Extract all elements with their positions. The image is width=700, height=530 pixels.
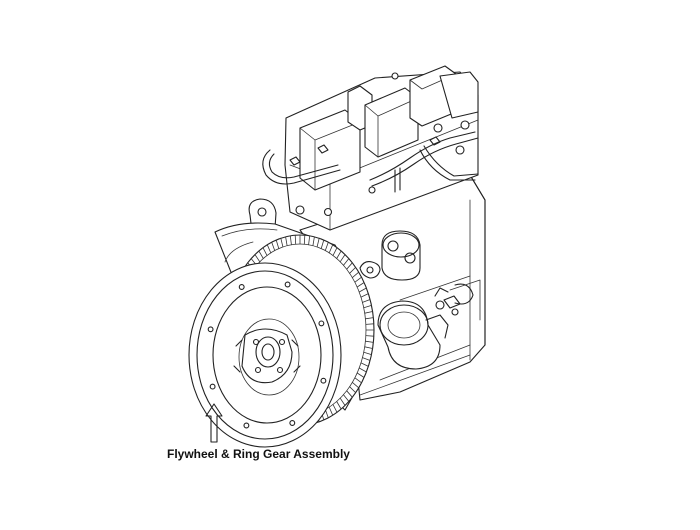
ring-gear-tooth xyxy=(308,235,311,246)
ring-gear-tooth xyxy=(362,299,371,303)
flywheel-bolt-hole xyxy=(284,281,291,288)
flywheel-hub-recess xyxy=(238,318,300,396)
ring-gear-tooth xyxy=(365,323,375,325)
ring-gear-tooth xyxy=(271,241,276,251)
flywheel-lip xyxy=(196,270,334,440)
ring-gear-tooth xyxy=(316,237,320,248)
diagram-caption: Flywheel & Ring Gear Assembly xyxy=(167,447,350,461)
ring-gear-tooth xyxy=(339,397,346,406)
ring-gear-tooth xyxy=(360,362,369,367)
ring-gear-tooth xyxy=(275,239,280,250)
flywheel-center-pilot xyxy=(261,343,275,361)
flywheel-inner-face xyxy=(212,286,322,424)
ring-gear-tooth xyxy=(360,293,369,298)
ring-gear-tooth xyxy=(362,357,371,361)
ring-gear-tooth xyxy=(365,335,375,337)
ring-gear-tooth xyxy=(289,235,292,246)
ring-gear-tooth xyxy=(258,250,264,259)
ring-gear-tooth xyxy=(336,250,342,259)
ring-gear-tooth xyxy=(349,386,357,394)
oil-filter xyxy=(377,287,461,370)
ring-gear-tooth xyxy=(328,244,334,254)
flywheel-bolt-hole xyxy=(243,422,250,429)
flywheel-bolt-hole xyxy=(318,320,325,327)
flywheel-bolt-hole xyxy=(209,383,216,390)
ring-gear-tooth xyxy=(312,236,315,247)
ring-gear-tooth xyxy=(364,311,374,314)
flywheel-hub-bolt xyxy=(252,338,260,346)
ring-gear-tooth xyxy=(354,276,362,283)
flywheel-bolt-hole xyxy=(320,377,327,384)
ring-gear-tooth xyxy=(363,304,372,309)
ring-gear-tooth xyxy=(266,244,272,254)
flywheel-center-bore xyxy=(255,336,281,368)
ring-gear-tooth xyxy=(339,254,346,263)
flywheel-hub-bolt xyxy=(278,338,286,346)
ring-gear-tooth xyxy=(262,247,268,256)
ring-gear-tooth xyxy=(324,241,329,251)
ring-gear-tooth xyxy=(364,340,374,343)
ring-gear-tooth xyxy=(303,234,306,245)
ring-gear-tooth xyxy=(364,346,374,349)
flywheel-hub-bolt xyxy=(276,366,284,374)
ring-gear-tooth xyxy=(364,317,374,320)
ring-gear-tooth xyxy=(354,377,362,384)
ring-gear-tooth xyxy=(320,239,325,250)
ring-gear-tooth xyxy=(328,406,334,416)
ring-gear-tooth xyxy=(346,262,353,270)
ring-gear-tooth xyxy=(254,254,261,263)
ring-gear-tooth xyxy=(349,266,357,274)
ring-gear-tooth xyxy=(332,247,338,256)
flywheel-bolt-hole xyxy=(207,326,214,333)
ring-gear-tooth xyxy=(356,372,365,378)
ring-gear-tooth xyxy=(343,394,350,402)
ring-gear-tooth xyxy=(285,236,288,247)
ring-gear-tooth xyxy=(336,401,342,410)
ring-gear-tooth xyxy=(346,390,353,398)
fuel-filter xyxy=(359,230,421,281)
flywheel-hub-bolt xyxy=(254,366,262,374)
ring-gear-tooth xyxy=(363,351,372,356)
ring-gear-tooth xyxy=(358,287,367,293)
ring-gear-tooth xyxy=(358,367,367,373)
ring-gear-tooth xyxy=(280,237,284,248)
up-arrow-outline-icon xyxy=(205,403,223,443)
ring-gear-tooth xyxy=(332,404,338,413)
ring-gear-tooth xyxy=(343,258,350,266)
flywheel-bolt-hole xyxy=(289,420,296,426)
flywheel-hub-slots xyxy=(233,339,301,373)
cylinder-head xyxy=(262,65,479,231)
ring-gear-tooth xyxy=(356,282,365,288)
ring-gear-tooth xyxy=(351,381,360,389)
ring-gear-tooth xyxy=(351,271,360,279)
flywheel-bolt-hole xyxy=(238,284,245,290)
flywheel xyxy=(188,262,342,448)
ring-gear-tooth xyxy=(294,234,297,245)
